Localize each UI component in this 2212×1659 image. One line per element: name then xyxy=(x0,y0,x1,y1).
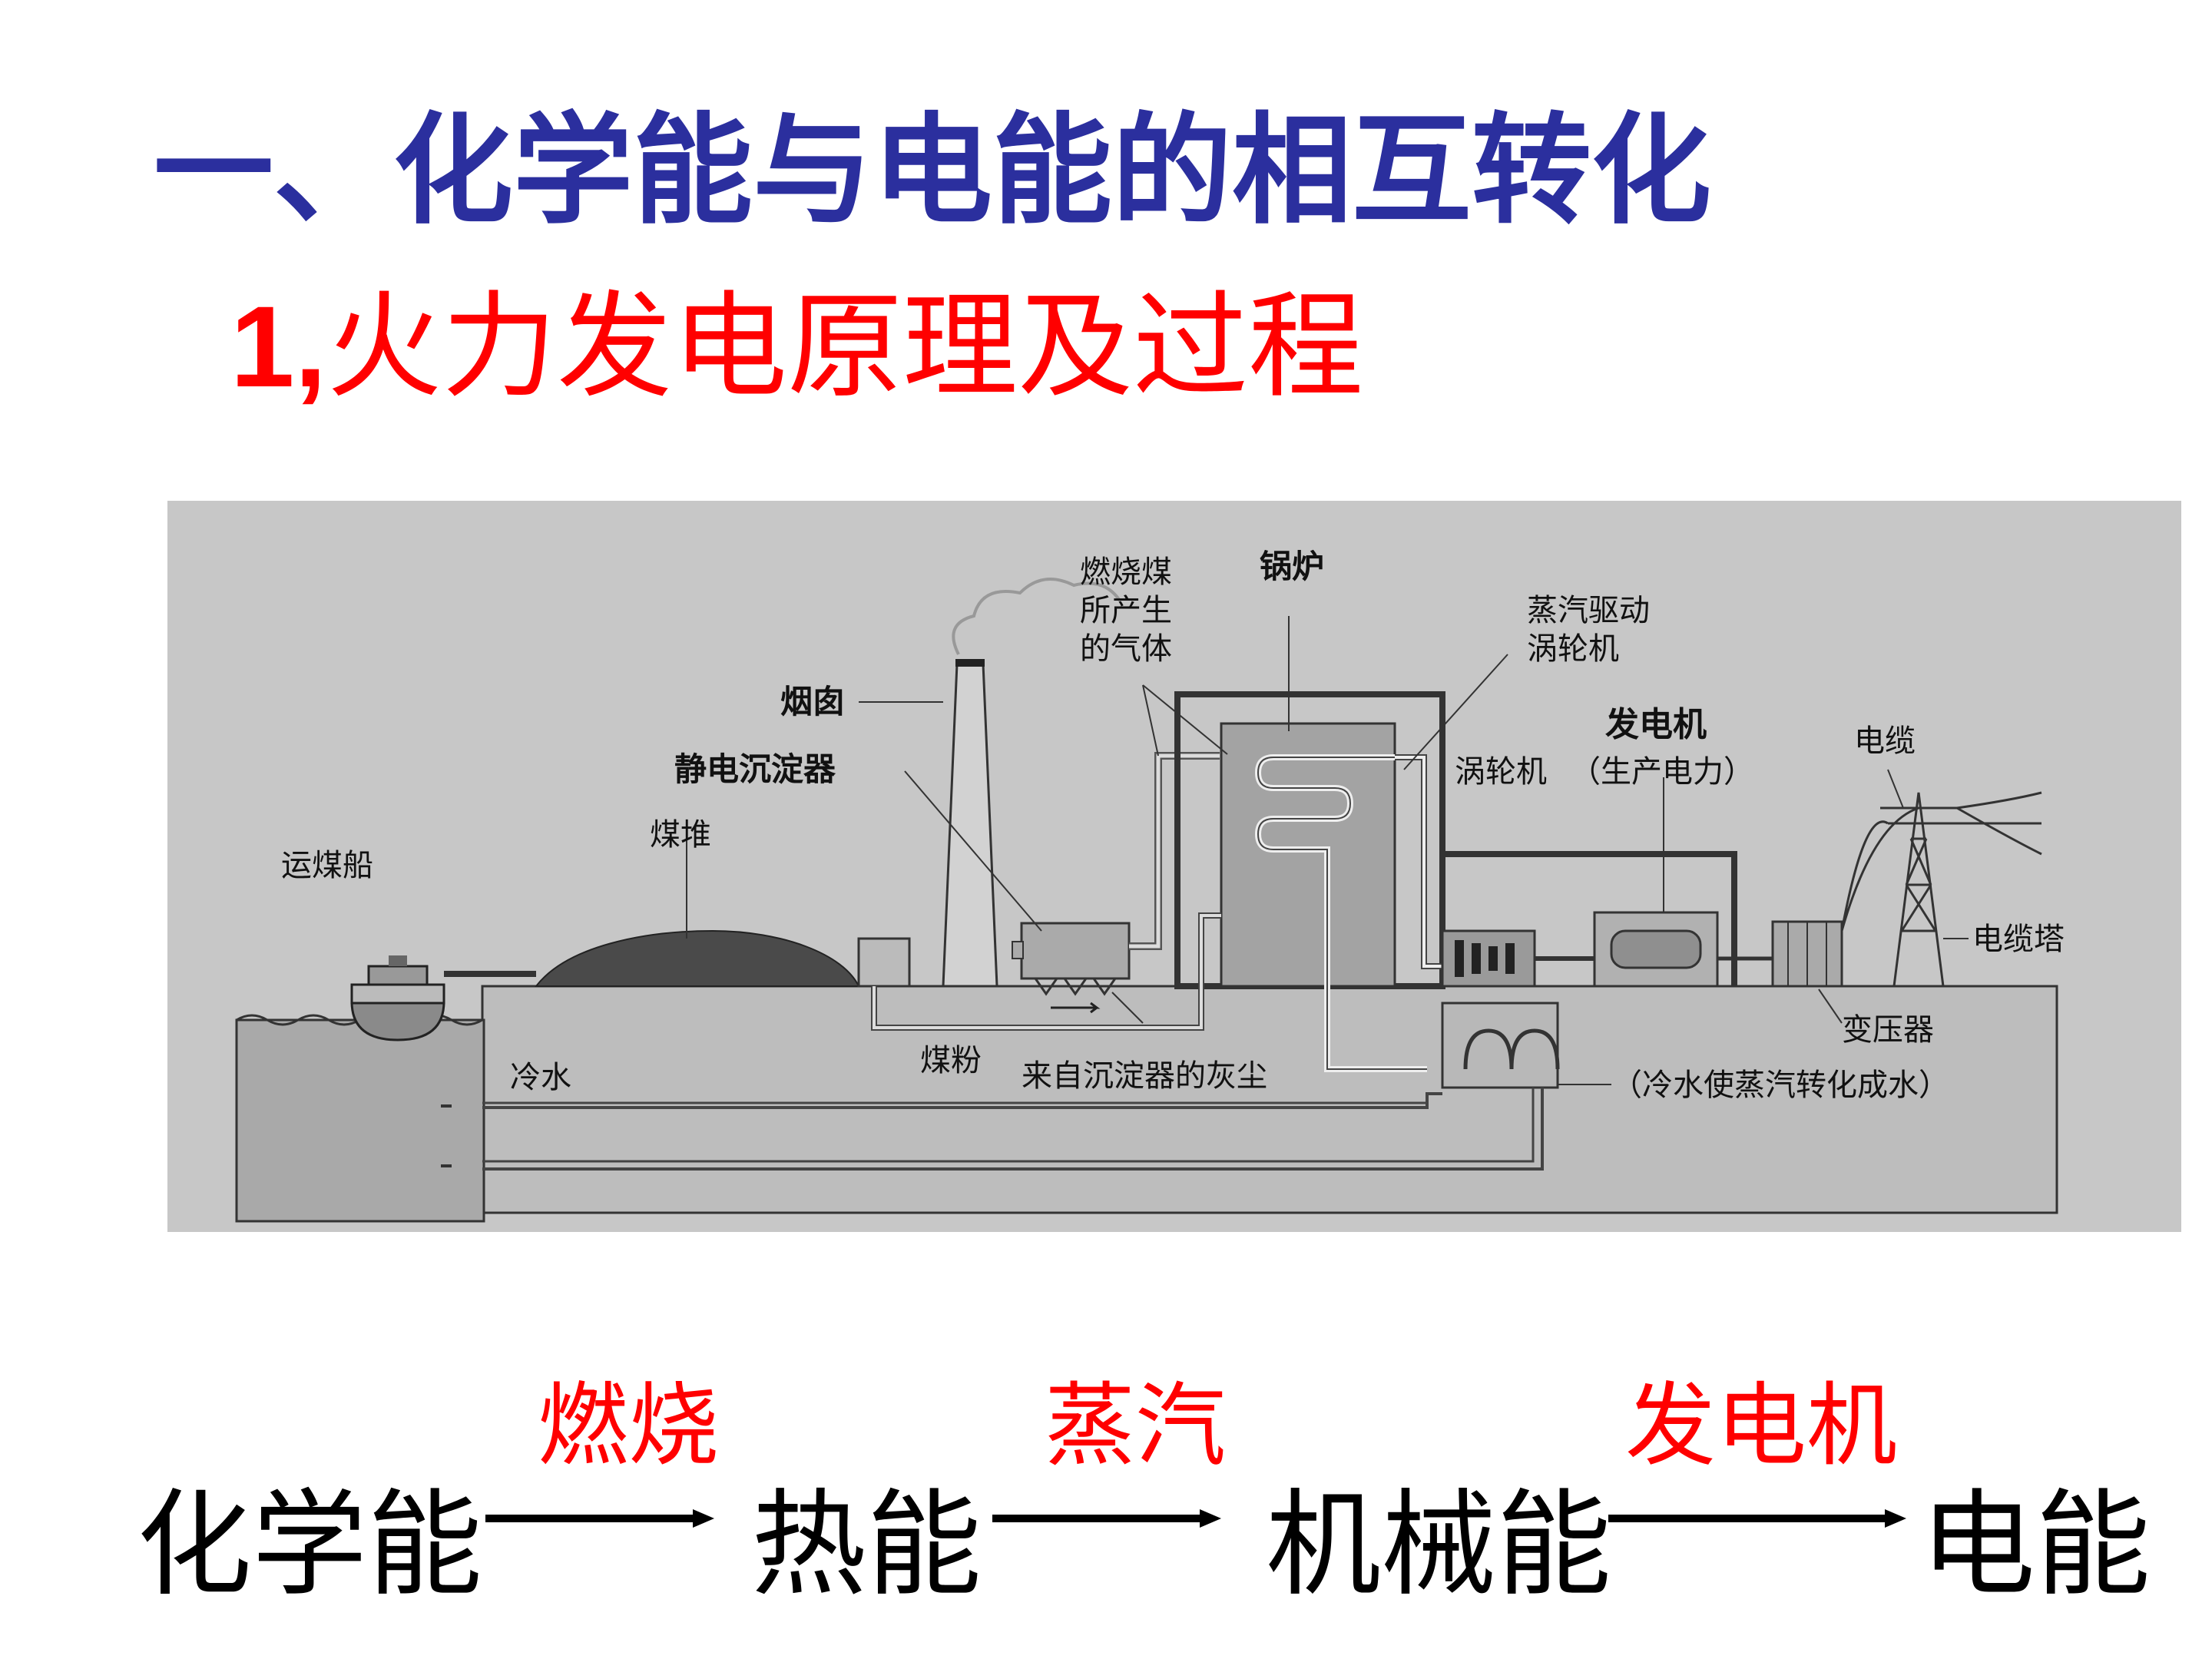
label-generator: 发电机 xyxy=(1605,705,1707,744)
label-flue-gas-1: 燃烧煤 xyxy=(1080,555,1172,590)
precipitator xyxy=(1012,922,1131,996)
flow-condition-steam: 蒸汽 xyxy=(1045,1373,1227,1479)
subtitle-number: 1, xyxy=(230,282,327,411)
arrow-right-icon xyxy=(1608,1509,1906,1528)
coal-feeder xyxy=(857,937,911,988)
label-boiler: 锅炉 xyxy=(1260,548,1324,585)
generator-frame xyxy=(1442,851,1737,986)
flow-arrow-2 xyxy=(992,1507,1223,1528)
transformer xyxy=(1771,920,1843,988)
coal-pile xyxy=(534,929,860,987)
ground-slab xyxy=(481,985,2058,1214)
label-coal-ship: 运煤船 xyxy=(281,848,373,883)
flow-term-mechanical: 机械能 xyxy=(1266,1479,1612,1612)
flow-term-electrical: 电能 xyxy=(1920,1479,2151,1612)
coal-ship xyxy=(350,955,445,1041)
label-cold-water: 冷水 xyxy=(510,1060,571,1095)
label-transformer: 变压器 xyxy=(1842,1012,1934,1048)
generator xyxy=(1593,911,1719,988)
label-turbine: 涡轮机 xyxy=(1455,754,1547,790)
label-chimney: 烟囱 xyxy=(780,683,845,720)
label-flue-gas-2: 所产生 xyxy=(1080,593,1172,628)
flow-term-thermal: 热能 xyxy=(751,1479,982,1612)
label-steam-turbine-2: 涡轮机 xyxy=(1527,631,1619,667)
label-coal-pile: 煤堆 xyxy=(650,817,711,853)
flow-condition-combustion: 燃烧 xyxy=(538,1373,720,1479)
water-basin xyxy=(235,1018,485,1223)
cable-tower xyxy=(1840,791,2042,987)
leader-lines xyxy=(686,616,1969,1085)
turbine xyxy=(1441,929,1536,988)
cooling-pipe-top xyxy=(482,1092,1442,1109)
slide-title: 一、化学能与电能的相互转化 xyxy=(154,101,1711,240)
subtitle-text: 火力发电原理及过程 xyxy=(326,280,1364,414)
power-plant-diagram: 运煤船 煤堆 烟囱 静电沉淀器 燃烧煤 所产生 的气体 锅炉 蒸汽驱动 涡轮机 … xyxy=(167,501,2181,1232)
flow-arrow-1 xyxy=(485,1507,716,1528)
chimney xyxy=(942,578,1121,988)
label-ash: 来自沉淀器的灰尘 xyxy=(1022,1058,1267,1094)
slide-subtitle: 1,火力发电原理及过程 xyxy=(230,253,1363,420)
label-steam-turbine-1: 蒸汽驱动 xyxy=(1527,593,1650,628)
flow-condition-generator: 发电机 xyxy=(1625,1373,1898,1479)
label-precipitator: 静电沉淀器 xyxy=(674,750,836,788)
boiler xyxy=(1220,722,1396,988)
flow-term-chemical: 化学能 xyxy=(137,1479,483,1612)
label-flue-gas-3: 的气体 xyxy=(1080,631,1172,667)
label-generator-note: （生产电力） xyxy=(1570,754,1754,790)
arrow-right-icon xyxy=(992,1509,1221,1528)
label-cable-tower: 电缆塔 xyxy=(1972,922,2065,957)
label-coal-powder: 煤粉 xyxy=(920,1043,982,1078)
flow-arrow-3 xyxy=(1608,1507,1908,1528)
label-cable: 电缆 xyxy=(1854,724,1916,759)
condenser xyxy=(1441,1002,1560,1089)
arrow-right-icon xyxy=(485,1509,714,1528)
label-condenser-note: （冷水使蒸汽转化成水） xyxy=(1611,1068,1949,1103)
cooling-pipe-bottom xyxy=(482,1088,1544,1171)
